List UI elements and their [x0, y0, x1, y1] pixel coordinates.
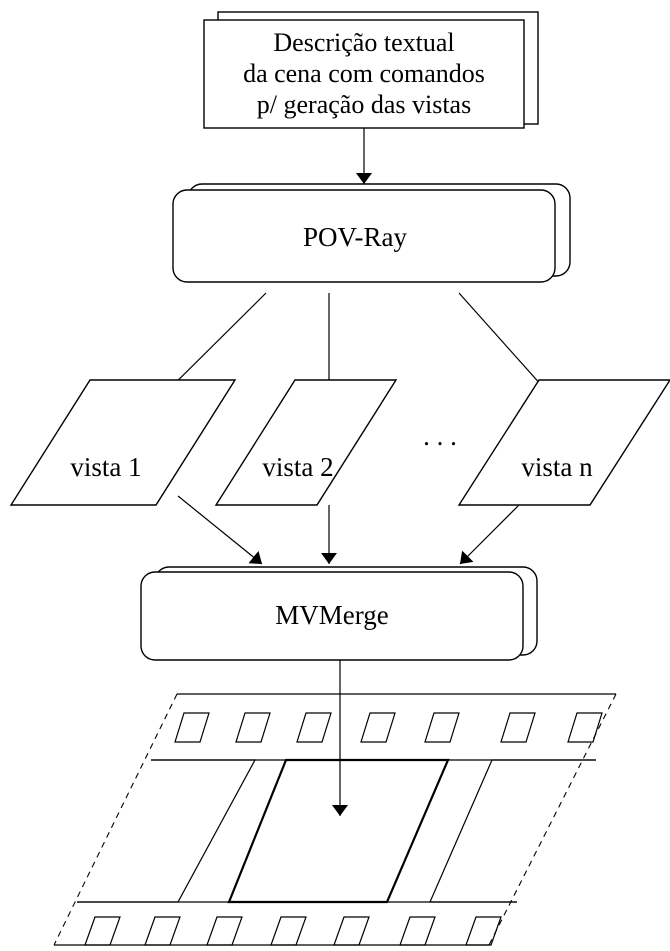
film-left-frame [77, 759, 257, 903]
sprocket-hole [333, 916, 370, 946]
mvmerge-label: MVMerge [275, 600, 389, 630]
view-n-shape [457, 379, 670, 506]
sprocket-hole [500, 712, 536, 743]
sprocket-hole [174, 712, 210, 743]
sprocket-hole [296, 712, 332, 743]
sprocket-hole [235, 712, 271, 743]
povray-label: POV-Ray [303, 222, 408, 252]
sprocket-hole [84, 916, 121, 946]
view-2-shape [214, 379, 398, 506]
film-right-edge [488, 693, 617, 946]
film-right-frame [429, 759, 596, 903]
document-page [203, 19, 525, 129]
film-top-sprocket-holes [174, 712, 603, 743]
film-bottom-sprocket-holes [84, 916, 502, 946]
view-2: vista 2 [214, 379, 398, 506]
ellipsis: . . . [423, 421, 457, 451]
film-strip-output [53, 693, 617, 946]
mvmerge-process: MVMerge [140, 566, 538, 661]
sprocket-hole [144, 916, 181, 946]
film-center-frame [227, 758, 450, 904]
view-n: vista n [457, 379, 670, 506]
sprocket-hole [465, 916, 502, 946]
view-1-label: vista 1 [70, 452, 141, 482]
scene-description-document: Descrição textual da cena com comandos p… [203, 11, 539, 129]
document-line-1: Descrição textual [273, 28, 454, 57]
view-1-shape [9, 379, 237, 506]
povray-box [172, 189, 556, 283]
sprocket-hole [424, 712, 460, 743]
arrow-vista-n-to-mvmerge [459, 504, 520, 565]
document-line-3: p/ geração das vistas [257, 90, 471, 119]
film-left-edge [53, 693, 178, 946]
view-2-label: vista 2 [262, 452, 333, 482]
povray-process: POV-Ray [172, 183, 571, 283]
sprocket-hole [206, 916, 243, 946]
view-n-label: vista n [521, 452, 593, 482]
sprocket-hole [270, 916, 307, 946]
mvmerge-box [140, 571, 524, 661]
view-1: vista 1 [9, 379, 237, 506]
document-line-2: da cena com comandos [243, 59, 485, 88]
sprocket-hole [567, 712, 603, 743]
arrow-vista-1-to-mvmerge [177, 495, 263, 565]
sprocket-hole [360, 712, 396, 743]
sprocket-hole [399, 916, 436, 946]
